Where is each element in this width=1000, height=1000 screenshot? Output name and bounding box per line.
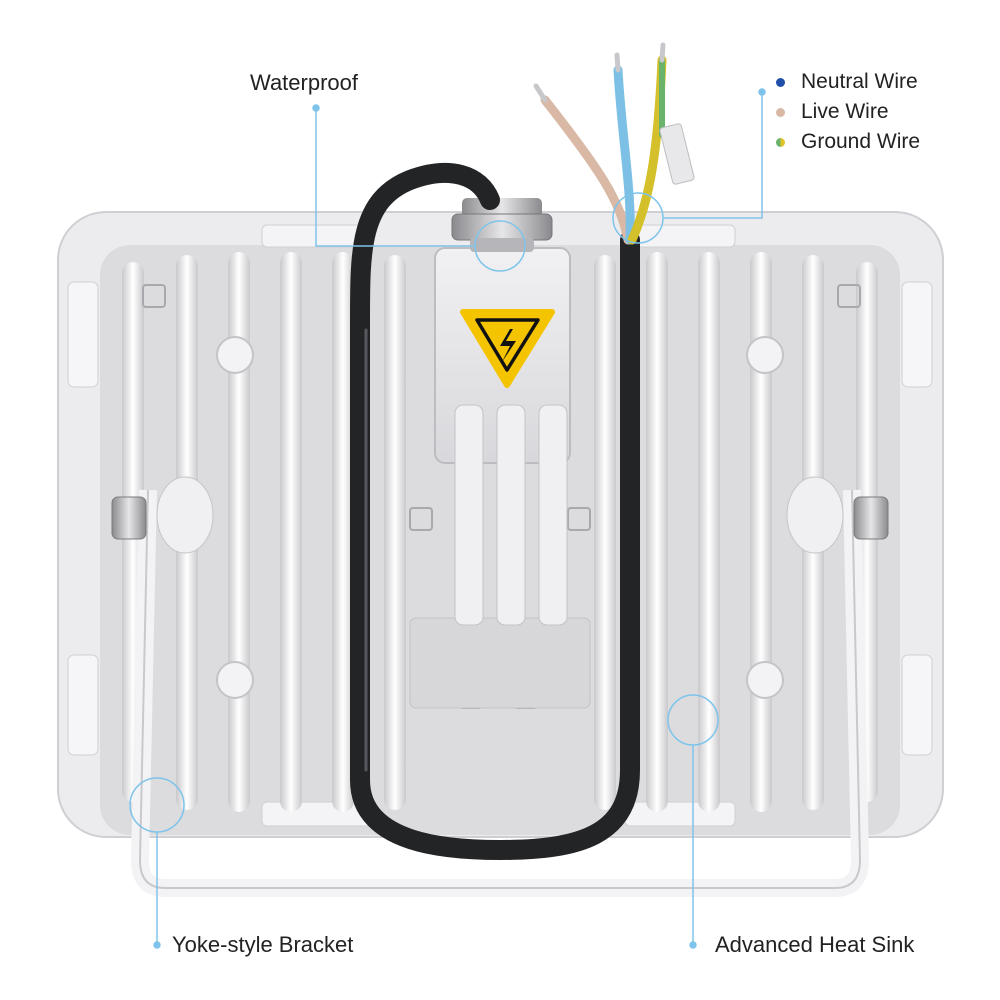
side-tab	[67, 281, 99, 388]
legend-label: Ground Wire	[801, 130, 921, 153]
wire-tag	[659, 123, 695, 185]
legend-item-neutral: Neutral Wire	[776, 70, 918, 94]
heat-sink-label: Advanced Heat Sink	[715, 932, 915, 957]
legend-label: Live Wire	[801, 100, 889, 123]
side-tab	[901, 654, 933, 756]
side-tab	[901, 281, 933, 388]
wire-bundle	[540, 55, 667, 245]
neutral-wire-dot	[776, 77, 785, 87]
screw-posts	[216, 336, 784, 699]
yoke-bracket-label: Yoke-style Bracket	[172, 932, 354, 957]
junction-box	[434, 247, 571, 626]
power-cable	[350, 163, 640, 861]
callout-lines	[129, 88, 766, 949]
legend-item-ground: Ground Wire	[776, 130, 920, 154]
yoke-bracket	[111, 476, 889, 897]
ground-wire-dot	[776, 137, 785, 147]
side-tab	[67, 654, 99, 756]
legend-label: Neutral Wire	[801, 70, 918, 93]
electrical-warning-icon	[460, 309, 555, 388]
bottom-rail	[409, 617, 591, 709]
wire-tips	[533, 42, 666, 103]
waterproof-label: Waterproof	[250, 70, 359, 95]
legend-item-live: Live Wire	[776, 100, 889, 124]
live-wire-dot	[776, 107, 785, 117]
